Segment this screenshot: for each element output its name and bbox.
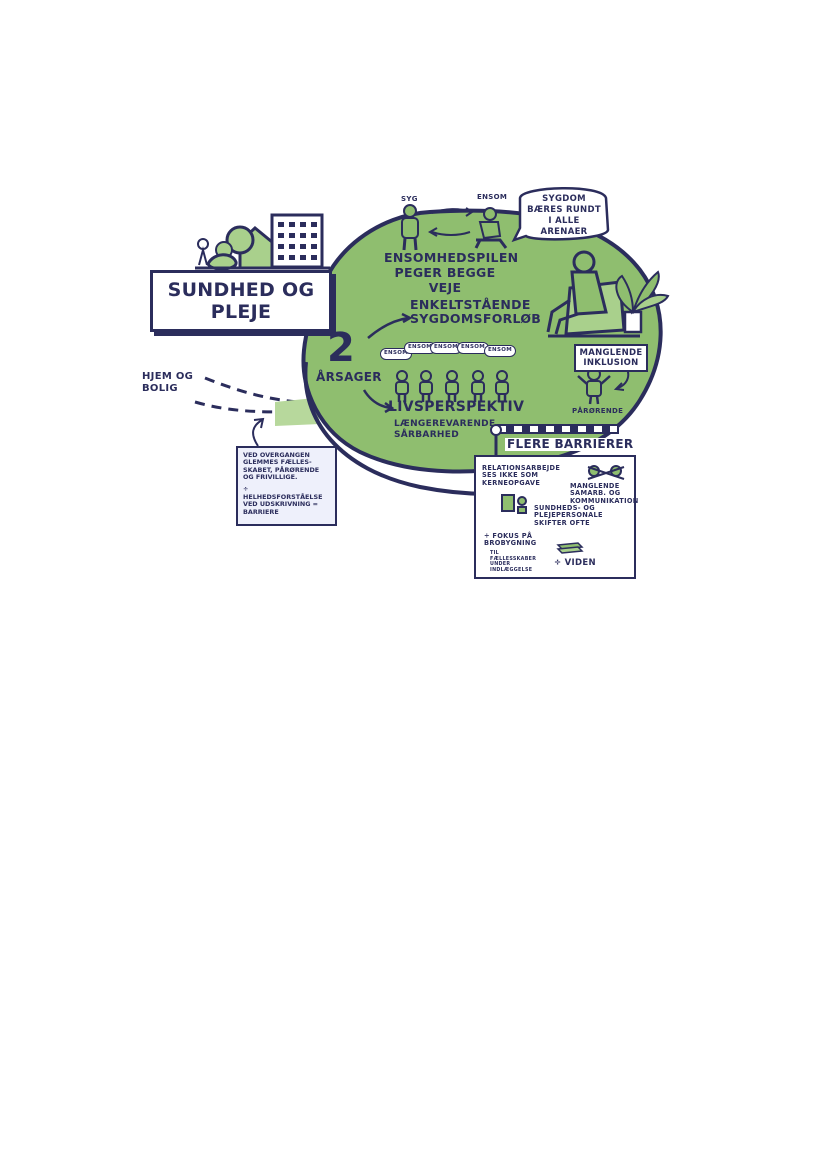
barrier-item-knowledge: ÷ VIDEN [554, 558, 596, 568]
elderly-man-in-chair-icon [546, 250, 640, 338]
staff-change-icon [501, 494, 527, 514]
note-line1: VED OVERGANGEN GLEMMES FÆLLES-SKABET, PÅ… [243, 451, 320, 482]
transition-note: VED OVERGANGEN GLEMMES FÆLLES-SKABET, PÅ… [236, 446, 337, 526]
barrier-gate-icon [490, 424, 619, 458]
lonely-person-icon [474, 207, 508, 249]
note-arrow [252, 419, 263, 447]
label-ensom: ENSOM [477, 193, 508, 201]
manglende-inklusion-box: MANGLENDE INKLUSION [574, 344, 648, 372]
barrier-item-staff: SUNDHEDS- OG PLEJEPERSONALE SKIFTER OFTE [534, 504, 603, 527]
barrier-item-bridge-sub: TIL FÆLLESSKABER UNDER INDLÆGGELSE [490, 551, 537, 573]
note-line2: ÷ HELHEDSFORSTÅELSE VED UDSKRIVNING = BA… [243, 485, 323, 516]
cause2-label: LIVSPERSPEKTIV [388, 399, 525, 415]
dashed-path-upper [204, 376, 301, 404]
cause1-label: ENKELTSTÅENDE SYGDOMSFORLØB [410, 297, 542, 326]
paaroerende-label: PÅRØRENDE [572, 407, 624, 415]
people-row-icon [395, 370, 509, 395]
arrow-left [431, 231, 471, 236]
arrow-to-cause1 [367, 316, 409, 339]
speech-bubble-text: SYGDOM BÆRES RUNDT I ALLE ARENAER [527, 194, 601, 237]
plant-icon [615, 270, 670, 334]
cause2-sublabel: LÆNGEREVARENDE SÅRBARHED [394, 419, 496, 440]
page-title: SUNDHED OG PLEJE [167, 279, 315, 323]
barriers-title: FLERE BARRIERER [505, 437, 636, 451]
ensom-bubble: ENSOM [380, 348, 412, 360]
arrow-right [431, 208, 471, 214]
title-box: SUNDHED OG PLEJE [150, 270, 332, 332]
barrier-item-relation: RELATIONSARBEJDE SES IKKE SOM KERNEOPGAV… [482, 464, 561, 487]
buildings-icon [195, 213, 330, 271]
ensomhedspilen-label: ENSOMHEDSPILEN PEGER BEGGE VEJE [384, 250, 519, 295]
barrier-item-bridge: ÷ FOKUS PÅ BROBYGNING [484, 532, 537, 548]
causes-number: 2 [327, 325, 356, 371]
causes-label: ÅRSAGER [316, 370, 382, 384]
people-crossed-icon [587, 465, 625, 480]
label-syg: SYG [401, 195, 418, 203]
speech-bubble [511, 187, 610, 243]
ensom-bubble: ENSOM [484, 345, 516, 357]
barrier-item-cooperation: MANGLENDE SAMARB. OG KOMMUNIKATION [570, 482, 639, 505]
barriers-box: RELATIONSARBEJDE SES IKKE SOM KERNEOPGAV… [474, 455, 639, 579]
arrow-to-cause2 [362, 389, 391, 410]
sick-person-icon [401, 204, 419, 251]
books-icon [556, 542, 584, 554]
hjem-og-bolig-label: HJEM OG BOLIG [142, 371, 194, 394]
